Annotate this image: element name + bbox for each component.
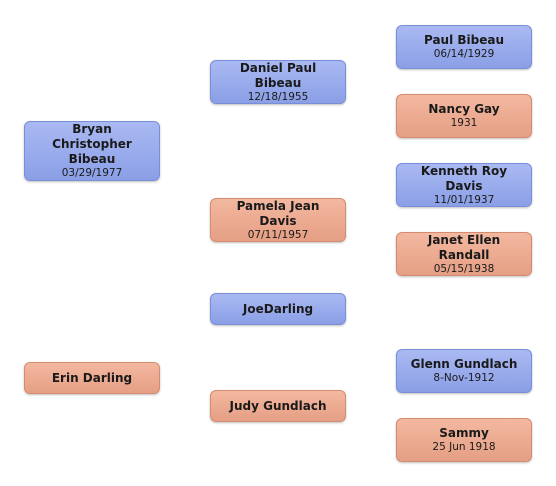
person-name: Kenneth Roy Davis — [420, 163, 508, 193]
person-date: 07/11/1957 — [247, 228, 309, 241]
person-card-sammy[interactable]: Sammy 25 Jun 1918 — [396, 418, 532, 462]
person-date: 12/18/1955 — [247, 90, 309, 103]
person-name: Erin Darling — [51, 370, 133, 385]
person-name: Pamela Jean Davis — [236, 198, 320, 228]
person-name: Glenn Gundlach — [410, 357, 518, 371]
person-name: Paul Bibeau — [423, 33, 505, 47]
person-date: 8-Nov-1912 — [433, 372, 495, 384]
person-date: 1931 — [450, 117, 478, 129]
person-date: 06/14/1929 — [433, 48, 495, 60]
person-date: 25 Jun 1918 — [432, 441, 496, 453]
person-name: Janet Ellen Randall — [427, 232, 501, 262]
person-name: Daniel Paul Bibeau — [239, 60, 317, 90]
person-name: Bryan Christopher Bibeau — [52, 122, 132, 166]
person-name: Sammy — [439, 426, 489, 440]
person-card-pamela[interactable]: Pamela Jean Davis 07/11/1957 — [210, 198, 346, 242]
person-card-glenn[interactable]: Glenn Gundlach 8-Nov-1912 — [396, 349, 532, 393]
person-date: 05/15/1938 — [433, 262, 495, 275]
person-card-daniel[interactable]: Daniel Paul Bibeau 12/18/1955 — [210, 60, 346, 104]
person-date: 11/01/1937 — [433, 193, 495, 206]
person-card-nancy[interactable]: Nancy Gay 1931 — [396, 94, 532, 138]
person-name: Nancy Gay — [428, 102, 500, 116]
person-card-judy[interactable]: Judy Gundlach — [210, 390, 346, 422]
person-card-janet[interactable]: Janet Ellen Randall 05/15/1938 — [396, 232, 532, 276]
person-name: Judy Gundlach — [229, 398, 327, 413]
person-card-bryan[interactable]: Bryan Christopher Bibeau 03/29/1977 — [24, 121, 160, 181]
person-name: JoeDarling — [242, 301, 314, 316]
person-card-joe[interactable]: JoeDarling — [210, 293, 346, 325]
person-card-erin[interactable]: Erin Darling — [24, 362, 160, 394]
person-date: 03/29/1977 — [61, 167, 123, 179]
person-card-kenneth[interactable]: Kenneth Roy Davis 11/01/1937 — [396, 163, 532, 207]
person-card-paul[interactable]: Paul Bibeau 06/14/1929 — [396, 25, 532, 69]
